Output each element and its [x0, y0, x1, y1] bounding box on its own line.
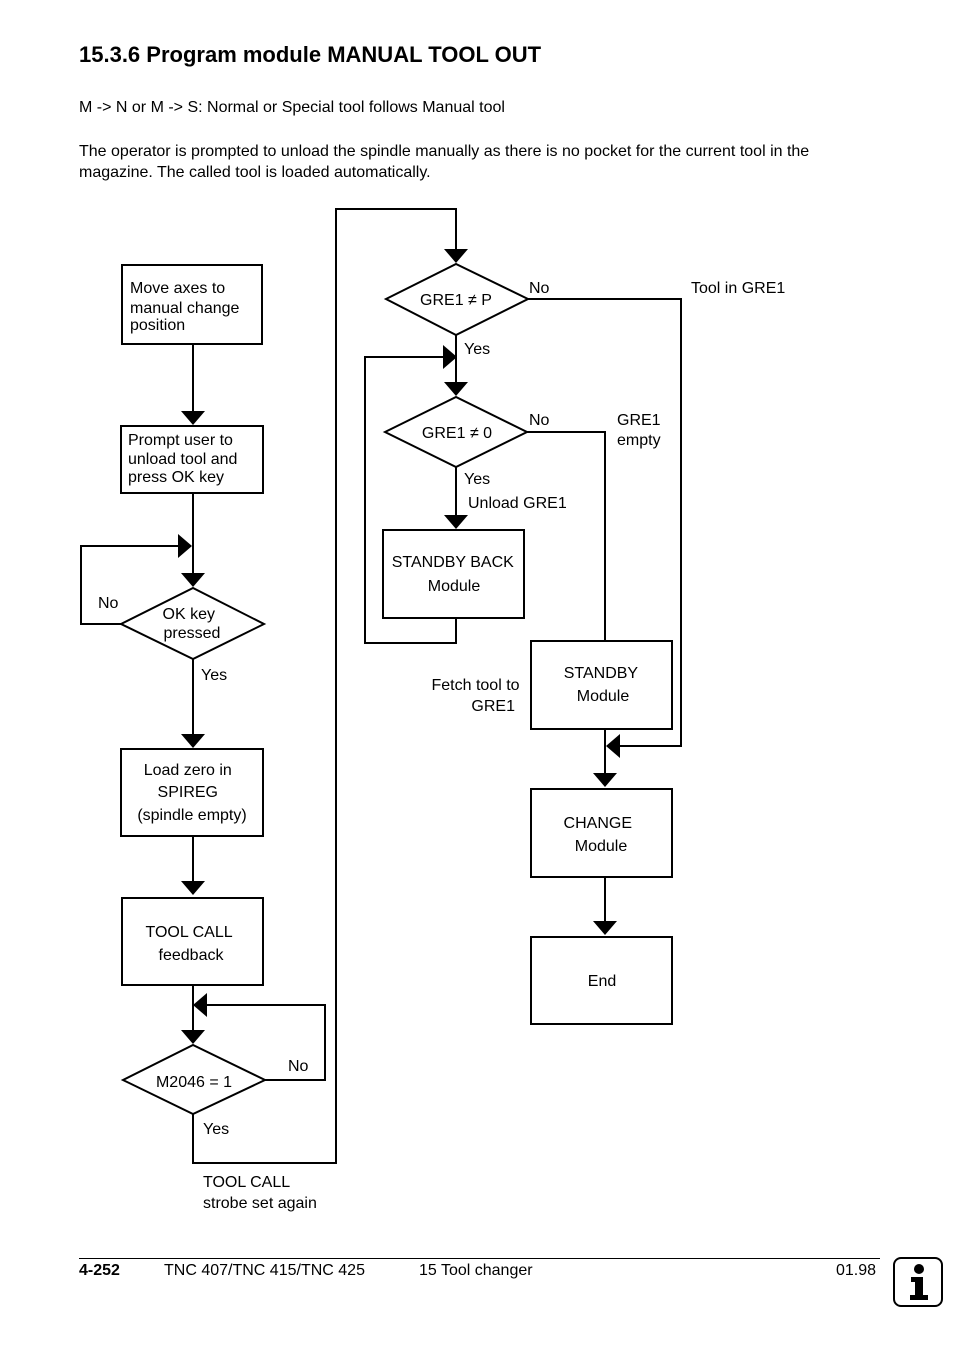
arrowhead: [181, 411, 205, 425]
connector-line: [207, 1004, 326, 1081]
standby-text: STANDBY Module: [564, 665, 643, 705]
end-text: End: [588, 973, 616, 990]
flowchart: Move axes to manual change position Prom…: [80, 208, 785, 1212]
arrowhead: [444, 382, 468, 396]
standby-box: [530, 640, 673, 730]
arrowhead: [606, 734, 620, 758]
connector-line: [364, 356, 457, 644]
load-zero-text: Load zero in SPIREG (spindle empty): [137, 762, 246, 824]
end-box: [530, 936, 673, 1025]
no-m2046-label: No: [288, 1058, 309, 1075]
yes-m2046-label: Yes: [203, 1121, 229, 1138]
connector-line: [192, 208, 457, 1164]
footer-rule: [79, 1258, 880, 1259]
m2046-text: M2046 = 1: [156, 1074, 232, 1091]
connector-line: [527, 431, 606, 641]
change-text: CHANGE Module: [564, 815, 637, 855]
footer-date: 01.98: [836, 1262, 877, 1279]
arrowhead: [443, 345, 457, 369]
tool-call-feedback-text: TOOL CALL feedback: [145, 924, 236, 964]
no-ok-label: No: [98, 595, 119, 612]
tool-in-gre1-label: Tool in GRE1: [691, 280, 785, 297]
footer-model: TNC 407/TNC 415/TNC 425: [164, 1262, 365, 1279]
no-gre1-p-label: No: [529, 280, 550, 297]
standby-back-text: STANDBY BACK Module: [392, 554, 519, 595]
fetch-tool-label: Fetch tool to GRE1: [432, 677, 525, 715]
prompt-user-text: Prompt user to unload tool and press OK …: [128, 432, 242, 486]
unload-gre1-label: Unload GRE1: [468, 495, 567, 512]
gre1-empty-label: GRE1 empty: [617, 412, 665, 449]
mode-description: M -> N or M -> S: Normal or Special tool…: [79, 99, 505, 116]
yes-gre1-p-label: Yes: [464, 341, 490, 358]
gre1-p-text: GRE1 ≠ P: [420, 292, 492, 309]
move-axes-text: Move axes to manual change position: [130, 280, 244, 334]
arrowhead: [181, 734, 205, 748]
arrowhead: [181, 881, 205, 895]
page-number: 4-252: [79, 1262, 120, 1279]
gre1-0-text: GRE1 ≠ 0: [422, 425, 492, 442]
yes-ok-label: Yes: [201, 667, 227, 684]
operator-description: The operator is prompted to unload the s…: [79, 143, 810, 181]
footer-chapter: 15 Tool changer: [419, 1262, 533, 1279]
tool-call-feedback-box: [121, 897, 264, 986]
ok-key-diamond: [118, 586, 267, 661]
yes-gre1-0-label: Yes: [464, 471, 490, 488]
arrowhead: [181, 573, 205, 587]
connector-line: [528, 298, 682, 747]
strobe-text: TOOL CALL strobe set again: [203, 1174, 317, 1212]
change-box: [530, 788, 673, 878]
ok-key-text: OK key pressed: [163, 606, 221, 642]
arrowhead: [178, 534, 192, 558]
info-icon: [893, 1257, 943, 1307]
no-gre1-0-label: No: [529, 412, 550, 429]
arrowhead: [444, 249, 468, 263]
arrowhead: [444, 515, 468, 529]
arrowhead: [193, 993, 207, 1017]
connector-line: [80, 545, 178, 625]
arrowhead: [593, 773, 617, 787]
arrowhead: [593, 921, 617, 935]
page-heading: 15.3.6 Program module MANUAL TOOL OUT: [79, 42, 542, 67]
arrowhead: [181, 1030, 205, 1044]
standby-back-box: [382, 529, 525, 619]
